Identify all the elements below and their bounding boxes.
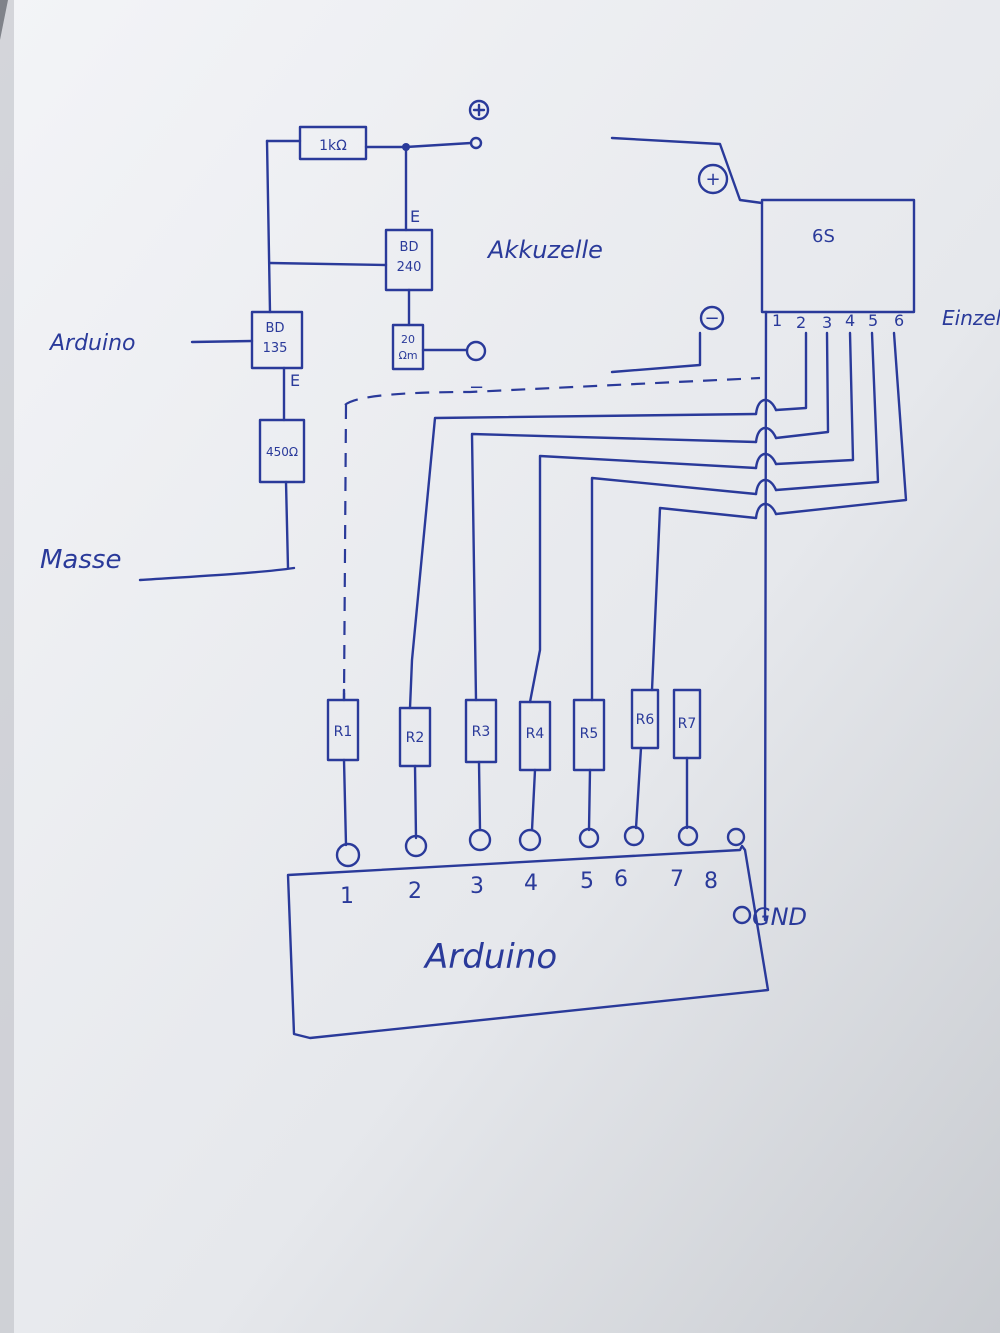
paper-edge-shadow — [0, 0, 14, 1333]
resistor-r2: R2 — [406, 730, 425, 746]
bd240-label-2: 240 — [397, 260, 422, 275]
plus-6s-label: + — [705, 169, 720, 190]
resistor-r4: R4 — [526, 726, 545, 742]
emitter-label-top: E — [410, 207, 420, 226]
resistor-r6: R6 — [636, 712, 655, 728]
arduino-pin-6: 6 — [614, 867, 628, 892]
emitter-label-bottom: E — [290, 371, 300, 390]
cell-tap-3: 3 — [822, 313, 832, 332]
resistor-20-label-2: Ωm — [398, 349, 417, 362]
resistor-r5: R5 — [580, 726, 599, 742]
masse-label: Masse — [40, 545, 121, 575]
resistor-r3: R3 — [472, 724, 491, 740]
arduino-board-label: Arduino — [423, 937, 557, 977]
cell-tap-5: 5 — [868, 311, 878, 330]
driver-circuit: 1kΩ E BD 240 20 Ωm Akkuzelle Arduino BD … — [40, 99, 761, 701]
resistor-450-label: 450Ω — [266, 445, 298, 459]
arduino-board: 1 2 3 4 5 6 7 8 GND Arduino — [286, 825, 807, 1040]
arduino-pin-7: 7 — [670, 867, 684, 892]
minus-6s-label: − — [704, 308, 719, 329]
arduino-pin-3: 3 — [470, 874, 484, 899]
resistor-array: R1 R2 R3 R4 R5 R6 R7 — [326, 688, 702, 847]
arduino-pin-5: 5 — [580, 869, 594, 894]
cell-tap-4: 4 — [845, 311, 855, 330]
gnd-label: GND — [752, 903, 807, 931]
minus-terminal-label: − — [469, 377, 484, 398]
bd135-label-2: 135 — [263, 341, 288, 356]
bd240-label-1: BD — [400, 240, 419, 255]
cell-tap-6: 6 — [894, 311, 904, 330]
arduino-pin-2: 2 — [408, 879, 422, 904]
arduino-pin-1: 1 — [340, 884, 354, 909]
resistor-20-label-1: 20 — [401, 333, 415, 346]
bd135-label-1: BD — [266, 321, 285, 336]
resistor-r1: R1 — [334, 724, 353, 740]
arduino-pin-8: 8 — [704, 869, 718, 894]
arduino-pin-4: 4 — [524, 871, 538, 896]
balance-wiring — [342, 310, 908, 922]
resistor-r7: R7 — [678, 716, 697, 732]
cell-tap-1: 1 — [772, 311, 782, 330]
arduino-input-label: Arduino — [48, 331, 136, 356]
battery-6s: + 6S − Einzel 1 2 3 4 5 6 — [610, 136, 1000, 374]
akkuzelle-label: Akkuzelle — [486, 236, 603, 264]
resistor-1k-label: 1kΩ — [319, 138, 347, 154]
cell-tap-2: 2 — [796, 313, 806, 332]
einzel-label: Einzel — [942, 306, 1000, 330]
six-s-label: 6S — [812, 226, 835, 247]
